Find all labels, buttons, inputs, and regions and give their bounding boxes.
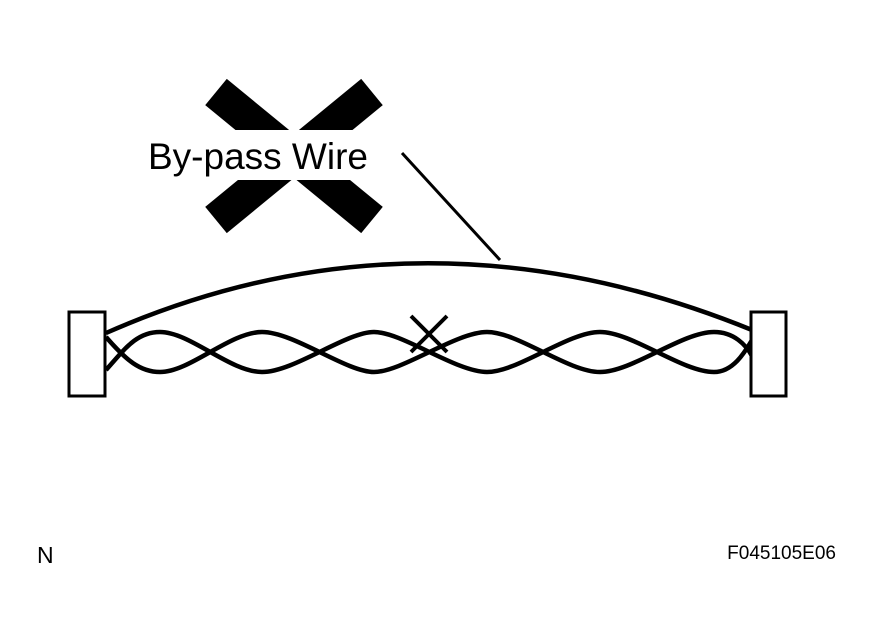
bypass-wire-label: By-pass Wire [148,136,368,177]
bypass-wire [105,261,753,336]
leader-line [400,151,502,262]
wire-break-marker [409,314,449,354]
figure-code: F045105E06 [727,543,836,564]
bypass-label-knockout [142,130,390,180]
right-connector [749,310,788,398]
footer-left-marker: N [37,542,54,568]
twisted-pair-wire-b [104,329,754,375]
left-connector [67,310,107,398]
